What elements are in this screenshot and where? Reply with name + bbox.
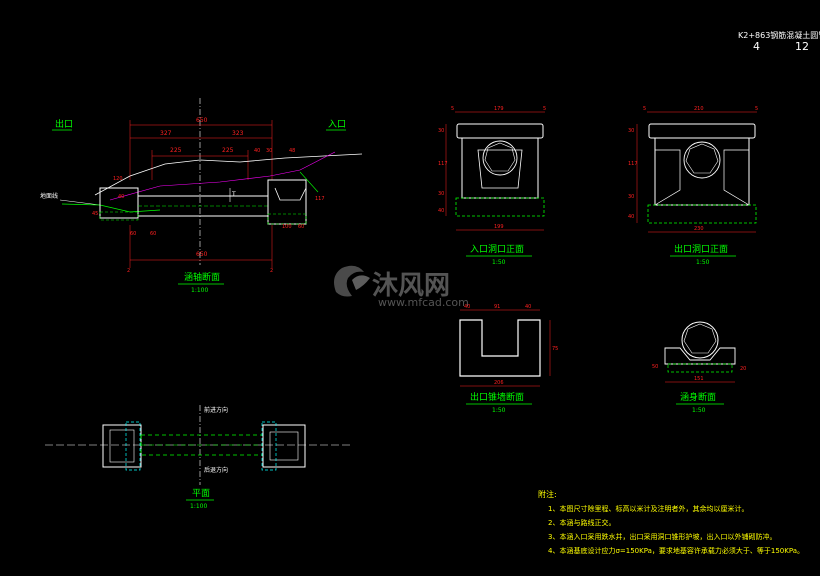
wall-dim-206: 206	[494, 380, 504, 386]
in-dim-40: 40	[438, 208, 444, 214]
dim-650-top: 650	[196, 117, 208, 124]
outlet-front-title: 出口洞口正面	[674, 243, 728, 255]
watermark: 沐风网 www.mfcad.com	[334, 265, 469, 309]
dim-120: 120	[113, 176, 123, 182]
inlet-front-view: 5 179 5 30 117 30 40 199 入口洞口正面 1:50	[438, 106, 546, 266]
inlet-label: 入口	[328, 119, 346, 130]
out-dim-5b: 5	[755, 106, 758, 112]
in-dim-199: 199	[494, 224, 504, 230]
in-dim-179: 179	[494, 106, 504, 112]
note-item-3: 3、本涵入口采用跌水井，出口采用洞口锥形护坡，出入口以外铺砌防冲。	[548, 533, 777, 541]
wall-dim-40a: 40	[464, 304, 470, 310]
note-item-2: 2、本涵与路线正交。	[548, 519, 616, 527]
outlet-wall-title: 出口锥墙断面	[470, 391, 524, 403]
note-item-1: 1、本图尺寸除里程、标高以米计及注明者外，其余均以厘米计。	[548, 505, 749, 513]
out-dim-30: 30	[628, 128, 634, 134]
dim-650-bot: 650	[196, 251, 208, 258]
outlet-front-view: 5 210 5 30 117 30 40 230 出口洞口正面 1:50	[628, 106, 758, 266]
wall-dim-40b: 40	[525, 304, 531, 310]
note-item-4: 4、本涵基底设计应力σ=150KPa，要求地基容许承载力必须大于、等于150KP…	[548, 547, 805, 555]
out-dim-40: 40	[628, 214, 634, 220]
watermark-url: www.mfcad.com	[378, 296, 469, 309]
watermark-brand: 沐风网	[372, 271, 450, 301]
wall-dim-91: 91	[494, 304, 500, 310]
dim-2a: 2	[127, 268, 130, 274]
dim-117: 117	[315, 196, 325, 202]
sheet-number: 4	[753, 40, 760, 53]
dim-2b: 2	[270, 268, 273, 274]
dim-40-30-48: 40	[254, 148, 260, 154]
plan-title: 平面	[192, 488, 210, 499]
in-dim-30: 30	[438, 128, 444, 134]
ground-line-label: 地面线	[40, 192, 58, 200]
dim-60b: 60	[150, 231, 156, 237]
plan-view: 前进方向 后退方向 平面 1:100	[45, 405, 350, 510]
in-dim-5b: 5	[543, 106, 546, 112]
outlet-wall-section: 40 91 40 75 206 出口锥墙断面 1:50	[459, 304, 558, 414]
out-dim-30b: 30	[628, 194, 634, 200]
notes-block: 附注: 1、本图尺寸除里程、标高以米计及注明者外，其余均以厘米计。 2、本涵与路…	[538, 488, 818, 558]
dim-48: 48	[289, 148, 295, 154]
inlet-front-scale: 1:50	[492, 259, 506, 266]
out-dim-117: 117	[628, 161, 638, 167]
dim-323: 323	[232, 130, 244, 137]
drawing-title: K2+863钢筋混凝土圆管涵设计	[738, 30, 820, 40]
sec-dim-50: 50	[652, 364, 658, 370]
t-marker: T	[231, 191, 236, 198]
out-dim-230: 230	[694, 226, 704, 232]
outlet-wall-scale: 1:50	[492, 407, 506, 414]
culvert-body-section: 151 50 20 涵身断面 1:50	[652, 321, 746, 414]
culvert-section-title: 涵身断面	[680, 391, 716, 403]
outlet-front-scale: 1:50	[696, 259, 710, 266]
dim-30: 30	[266, 148, 272, 154]
dim-225a: 225	[170, 147, 182, 154]
outlet-label: 出口	[55, 118, 73, 130]
dim-60: 60	[130, 231, 136, 237]
wall-dim-75: 75	[552, 346, 558, 352]
dim-225b: 225	[222, 147, 234, 154]
sheet-total: 12	[795, 40, 809, 53]
longitudinal-title: 涵轴断面	[184, 271, 220, 283]
culvert-section-scale: 1:50	[692, 407, 706, 414]
dim-45: 45	[92, 211, 98, 217]
out-dim-210: 210	[694, 106, 704, 112]
plan-scale: 1:100	[190, 503, 207, 510]
road-dir-bottom: 后退方向	[204, 466, 228, 474]
longitudinal-scale: 1:100	[191, 287, 208, 294]
inlet-front-title: 入口洞口正面	[470, 244, 524, 255]
in-dim-5a: 5	[451, 106, 454, 112]
dim-327: 327	[160, 130, 172, 137]
sec-dim-20: 20	[740, 366, 746, 372]
longitudinal-section: 出口 入口 650 327 323 225 225 40 30 48 地面线	[40, 98, 363, 294]
road-dir-top: 前进方向	[204, 406, 228, 414]
in-dim-117: 117	[438, 161, 448, 167]
dim-60c: 60	[298, 224, 304, 230]
dim-40b: 40	[118, 194, 124, 200]
notes-heading: 附注:	[538, 490, 557, 499]
in-dim-30b: 30	[438, 191, 444, 197]
dim-100: 100	[282, 224, 292, 230]
out-dim-5a: 5	[643, 106, 646, 112]
watermark-logo	[334, 265, 370, 297]
sec-dim-151: 151	[694, 376, 704, 382]
